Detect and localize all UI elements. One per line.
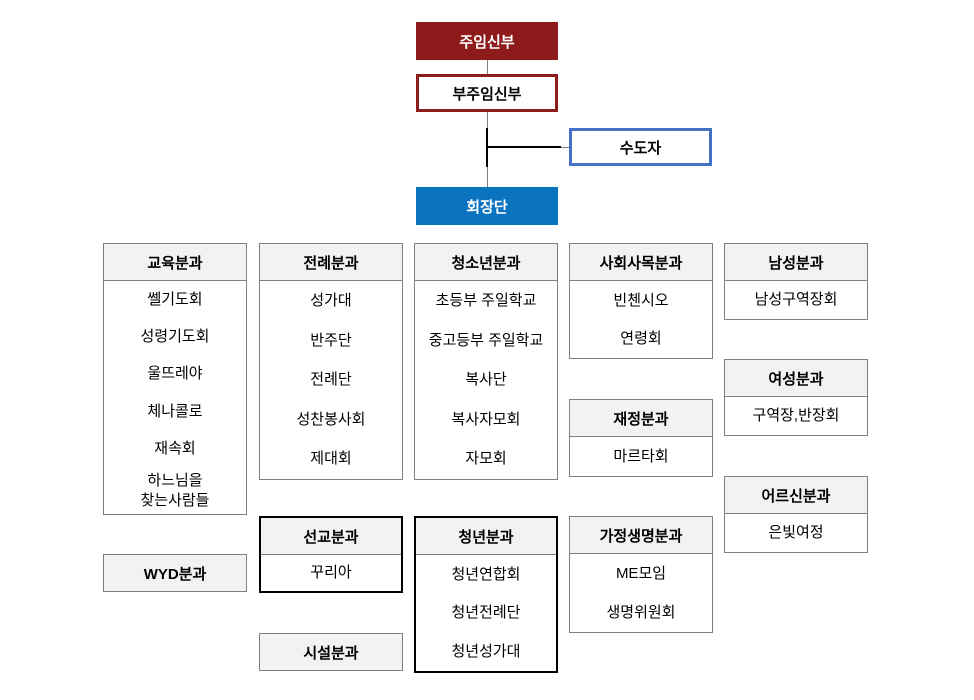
dept-item: 청년전례단 <box>451 604 521 622</box>
dept-item: 은빛여정 <box>768 524 824 542</box>
dept-item: 전례단 <box>310 371 352 389</box>
dept-items: 남성구역장회 <box>725 281 867 319</box>
dept-item: 하느님을 찾는사람들 <box>140 472 210 509</box>
box-head-priest: 주임신부 <box>416 22 558 60</box>
dept-items: 마르타회 <box>570 437 712 476</box>
dept-item: 청년연합회 <box>451 565 521 583</box>
dept-box-youth: 청소년분과 초등부 주일학교 중고등부 주일학교 복사단 복사자모회 자모회 <box>414 243 558 480</box>
dept-items: 꾸리아 <box>261 555 401 591</box>
dept-header-liturgy: 전례분과 <box>260 244 402 281</box>
dept-box-education: 교육분과 쎌기도회 성령기도회 울뜨레야 체나콜로 재속회 하느님을 찾는사람들 <box>103 243 247 515</box>
dept-item: 생명위원회 <box>606 603 676 621</box>
dept-box-family-life: 가정생명분과 ME모임 생명위원회 <box>569 516 713 633</box>
box-deputy-priest: 부주임신부 <box>416 74 558 112</box>
dept-items: 초등부 주일학교 중고등부 주일학교 복사단 복사자모회 자모회 <box>415 281 557 479</box>
dept-header-facilities: 시설분과 <box>303 644 359 662</box>
dept-item: 체나콜로 <box>147 402 203 420</box>
dept-box-men: 남성분과 남성구역장회 <box>724 243 868 320</box>
dept-item: 자모회 <box>465 450 507 468</box>
dept-item: 꾸리아 <box>310 564 352 582</box>
dept-box-social-ministry: 사회사목분과 빈첸시오 연령회 <box>569 243 713 359</box>
dept-box-mission: 선교분과 꾸리아 <box>259 516 403 593</box>
connector-head-to-deputy <box>487 60 488 74</box>
dept-box-finance: 재정분과 마르타회 <box>569 399 713 477</box>
dept-item: 성가대 <box>310 292 352 310</box>
dept-header-family-life: 가정생명분과 <box>570 517 712 554</box>
dept-box-liturgy: 전례분과 성가대 반주단 전례단 성찬봉사회 제대회 <box>259 243 403 480</box>
dept-item: 초등부 주일학교 <box>435 292 537 310</box>
dept-item: 구역장,반장회 <box>752 407 840 425</box>
dept-item: 쎌기도회 <box>147 290 203 308</box>
dept-header-education: 교육분과 <box>104 244 246 281</box>
dept-box-facilities: 시설분과 <box>259 633 403 671</box>
dept-items: 성가대 반주단 전례단 성찬봉사회 제대회 <box>260 281 402 479</box>
dept-item: 제대회 <box>310 450 352 468</box>
dept-box-women: 여성분과 구역장,반장회 <box>724 359 868 436</box>
dept-item: 연령회 <box>620 330 662 347</box>
dept-item: 빈첸시오 <box>613 291 669 309</box>
dept-items: 쎌기도회 성령기도회 울뜨레야 체나콜로 재속회 하느님을 찾는사람들 <box>104 281 246 514</box>
dept-item: ME모임 <box>615 564 667 582</box>
dept-item: 울뜨레야 <box>147 365 203 383</box>
dept-header-young-adult: 청년분과 <box>416 518 556 555</box>
box-religious: 수도자 <box>569 128 712 166</box>
dept-item: 남성구역장회 <box>754 291 838 309</box>
dept-item: 재속회 <box>154 440 196 458</box>
dept-items: ME모임 생명위원회 <box>570 554 712 632</box>
dept-item: 마르타회 <box>613 447 669 465</box>
dept-item: 성찬봉사회 <box>296 410 366 428</box>
dept-header-mission: 선교분과 <box>261 518 401 555</box>
dept-items: 은빛여정 <box>725 514 867 552</box>
dept-item: 중고등부 주일학교 <box>428 331 544 349</box>
dept-item: 반주단 <box>310 331 352 349</box>
dept-box-seniors: 어르신분과 은빛여정 <box>724 476 868 553</box>
dept-header-finance: 재정분과 <box>570 400 712 437</box>
dept-header-seniors: 어르신분과 <box>725 477 867 514</box>
dept-header-social-ministry: 사회사목분과 <box>570 244 712 281</box>
connector-elbow-horizontal <box>487 146 561 148</box>
dept-header-wyd: WYD분과 <box>143 565 207 583</box>
dept-header-women: 여성분과 <box>725 360 867 397</box>
dept-items: 빈첸시오 연령회 <box>570 281 712 358</box>
dept-items: 청년연합회 청년전례단 청년성가대 <box>416 555 556 671</box>
dept-item: 복사단 <box>465 371 507 389</box>
dept-header-men: 남성분과 <box>725 244 867 281</box>
dept-item: 성령기도회 <box>140 328 210 346</box>
dept-item: 복사자모회 <box>451 410 521 428</box>
box-presidents-council: 회장단 <box>416 187 558 225</box>
dept-header-youth: 청소년분과 <box>415 244 557 281</box>
dept-item: 청년성가대 <box>451 642 521 660</box>
dept-items: 구역장,반장회 <box>725 397 867 435</box>
dept-box-wyd: WYD분과 <box>103 554 247 592</box>
dept-box-young-adult: 청년분과 청년연합회 청년전례단 청년성가대 <box>414 516 558 673</box>
